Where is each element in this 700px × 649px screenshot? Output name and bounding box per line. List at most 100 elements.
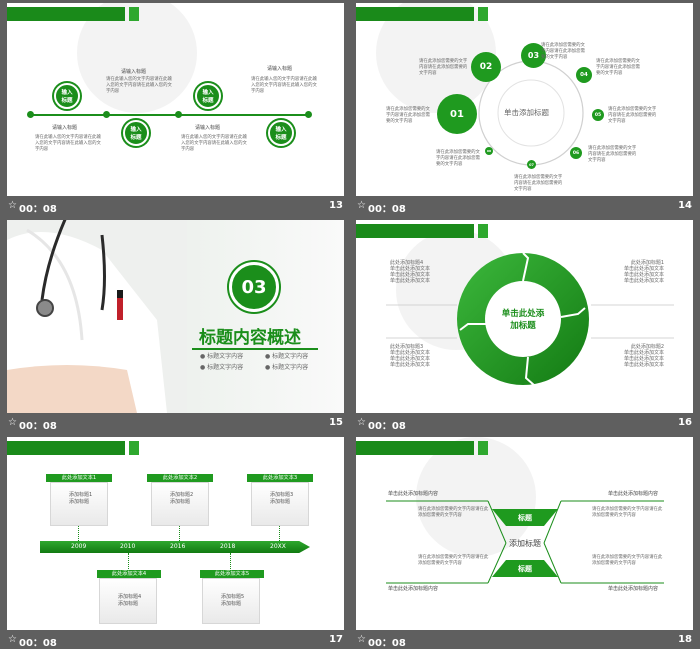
- timeline-node-1: 输入 标题: [54, 83, 80, 109]
- bullet-3: ● 标题文字内容: [200, 364, 244, 371]
- number-01: 01: [437, 94, 477, 134]
- thumbnail-slide-13[interactable]: 输入 标题 输入 标题 输入 标题 输入 标题 请输入标题 请在此输入您的文字内…: [7, 3, 344, 216]
- slide-meta: ☆ 00：08 15: [7, 413, 344, 433]
- corner-heading: 单击此处添加标题内容: [388, 586, 439, 592]
- slide-duration: 00：08: [368, 204, 406, 215]
- number-07: 07: [527, 160, 536, 169]
- slide-duration: 00：08: [19, 638, 57, 649]
- year-label: 2016: [170, 543, 186, 550]
- number-05: 05: [592, 109, 604, 121]
- heading-2: 请输入标题: [52, 125, 78, 131]
- text-block: 请在此添加您需要的文字内容请在此添加您需要的文字内容: [592, 507, 663, 518]
- timeline-line: [29, 114, 307, 116]
- body-text-2: 请在此输入您的文字内容请在此输入您的文字内容请在此输入您的文字内容: [35, 135, 101, 152]
- body-text-3: 请在此输入您的文字内容请在此输入您的文字内容请在此输入您的文字内容: [251, 77, 317, 94]
- text-block: 请在此添加您需要的文字内容请在此添加您需要的文字内容: [592, 555, 663, 566]
- slide-preview: 输入 标题 输入 标题 输入 标题 输入 标题 请输入标题 请在此输入您的文字内…: [7, 3, 344, 196]
- text-block: 请在此添加您需要的文字内容请在此添加您需要的文字内容: [418, 555, 489, 566]
- heading-4: 请输入标题: [195, 125, 221, 131]
- bullet-4: ● 标题文字内容: [265, 364, 309, 371]
- number-03: 03: [521, 43, 546, 68]
- bottom-tag: 标题: [518, 565, 532, 573]
- slide-meta: ☆ 00：08 13: [7, 196, 344, 216]
- slide-meta: ☆ 00：08 17: [7, 630, 344, 649]
- number-06: 06: [570, 147, 582, 159]
- timeline-node-2: 输入 标题: [123, 120, 149, 146]
- text-block: 请在此添加您需要的文字内容请在此添加您需要的文字内容: [386, 107, 430, 124]
- center-title: 添加标题: [509, 539, 541, 548]
- center-title: 单击添加标题: [504, 108, 549, 117]
- text-block: 请在此添加您需要的文字内容请在此添加您需要的文字内容: [436, 150, 480, 167]
- text-block: 请在此添加您需要的文字内容请在此添加您需要的文字内容: [418, 507, 489, 518]
- slide-number: 14: [678, 200, 692, 211]
- section-number: 03: [229, 262, 279, 312]
- slide-preview: 单击添加标题 01 02 03 04 05 06 07 08 请在此添加您需要的…: [356, 3, 693, 196]
- slide-preview: 03 标题内容概述 ● 标题文字内容 ● 标题文字内容 ● 标题文字内容 ● 标…: [7, 220, 344, 413]
- cycle-diagram: [386, 252, 674, 386]
- slide-duration: 00：08: [19, 204, 57, 215]
- year-label: 20XX: [270, 543, 286, 550]
- top-tag: 标题: [518, 514, 532, 522]
- transition-star-icon: ☆: [8, 200, 17, 211]
- transition-star-icon: ☆: [8, 417, 17, 428]
- bottom-label-5: 此处添加文本5: [200, 570, 264, 578]
- year-label: 2010: [120, 543, 136, 550]
- top-label-2: 此处添加文本2: [147, 474, 213, 482]
- top-label-1: 此处添加文本1: [46, 474, 112, 482]
- slide-meta: ☆ 00：08 18: [356, 630, 693, 649]
- corner-heading: 单击此处添加标题内容: [608, 586, 659, 592]
- thumbnail-slide-15[interactable]: 03 标题内容概述 ● 标题文字内容 ● 标题文字内容 ● 标题文字内容 ● 标…: [7, 220, 344, 433]
- slide-number: 13: [329, 200, 343, 211]
- transition-star-icon: ☆: [8, 634, 17, 645]
- body-text-4: 请在此输入您的文字内容请在此输入您的文字内容请在此输入您的文字内容: [181, 135, 247, 152]
- corner-heading: 单击此处添加标题内容: [608, 491, 659, 497]
- bottom-label-4: 此处添加文本4: [97, 570, 161, 578]
- number-08: 08: [485, 147, 493, 155]
- slide-number: 15: [329, 417, 343, 428]
- text-block: 请在此添加您需要的文字内容请在此添加您需要的文字内容: [514, 175, 563, 192]
- transition-star-icon: ☆: [357, 417, 366, 428]
- text-block: 请在此添加您需要的文字内容请在此添加您需要的文字内容: [588, 146, 637, 163]
- heading-1: 请输入标题: [121, 69, 147, 75]
- thumbnail-slide-18[interactable]: 标题 标题 添加标题 单击此处添加标题内容 单击此处添加标题内容 单击此处添加标…: [356, 437, 693, 649]
- slide-meta: ☆ 00：08 16: [356, 413, 693, 433]
- slide-duration: 00：08: [368, 638, 406, 649]
- transition-star-icon: ☆: [357, 200, 366, 211]
- timeline-node-4: 输入 标题: [268, 120, 294, 146]
- year-label: 2009: [71, 543, 87, 550]
- text-block: 请在此添加您需要的文字内容请在此添加您需要的文字内容: [596, 59, 640, 76]
- year-label: 2018: [220, 543, 236, 550]
- thumbnail-slide-14[interactable]: 单击添加标题 01 02 03 04 05 06 07 08 请在此添加您需要的…: [356, 3, 693, 216]
- cycle-center-text: 单击此处添 加标题: [501, 309, 545, 331]
- number-04: 04: [576, 67, 592, 83]
- corner-heading: 单击此处添加标题内容: [388, 491, 439, 497]
- doctor-photo: [7, 220, 187, 413]
- bullet-1: ● 标题文字内容: [200, 353, 244, 360]
- timeline-arrow: [40, 541, 310, 553]
- slide-number: 18: [678, 634, 692, 645]
- number-02: 02: [471, 52, 501, 82]
- text-block: 请在此添加您需要的文字内容请在此添加您需要的文字内容: [541, 43, 585, 60]
- bullet-2: ● 标题文字内容: [265, 353, 309, 360]
- title-underline: [192, 348, 318, 350]
- text-block: 请在此添加您需要的文字内容请在此添加您需要的文字内容: [608, 107, 657, 124]
- slide-meta: ☆ 00：08 14: [356, 196, 693, 216]
- top-label-3: 此处添加文本3: [247, 474, 313, 482]
- transition-star-icon: ☆: [357, 634, 366, 645]
- section-title: 标题内容概述: [199, 328, 301, 348]
- text-block: 请在此添加您需要的文字内容请在此添加您需要的文字内容: [419, 59, 468, 76]
- timeline-node-3: 输入 标题: [195, 83, 221, 109]
